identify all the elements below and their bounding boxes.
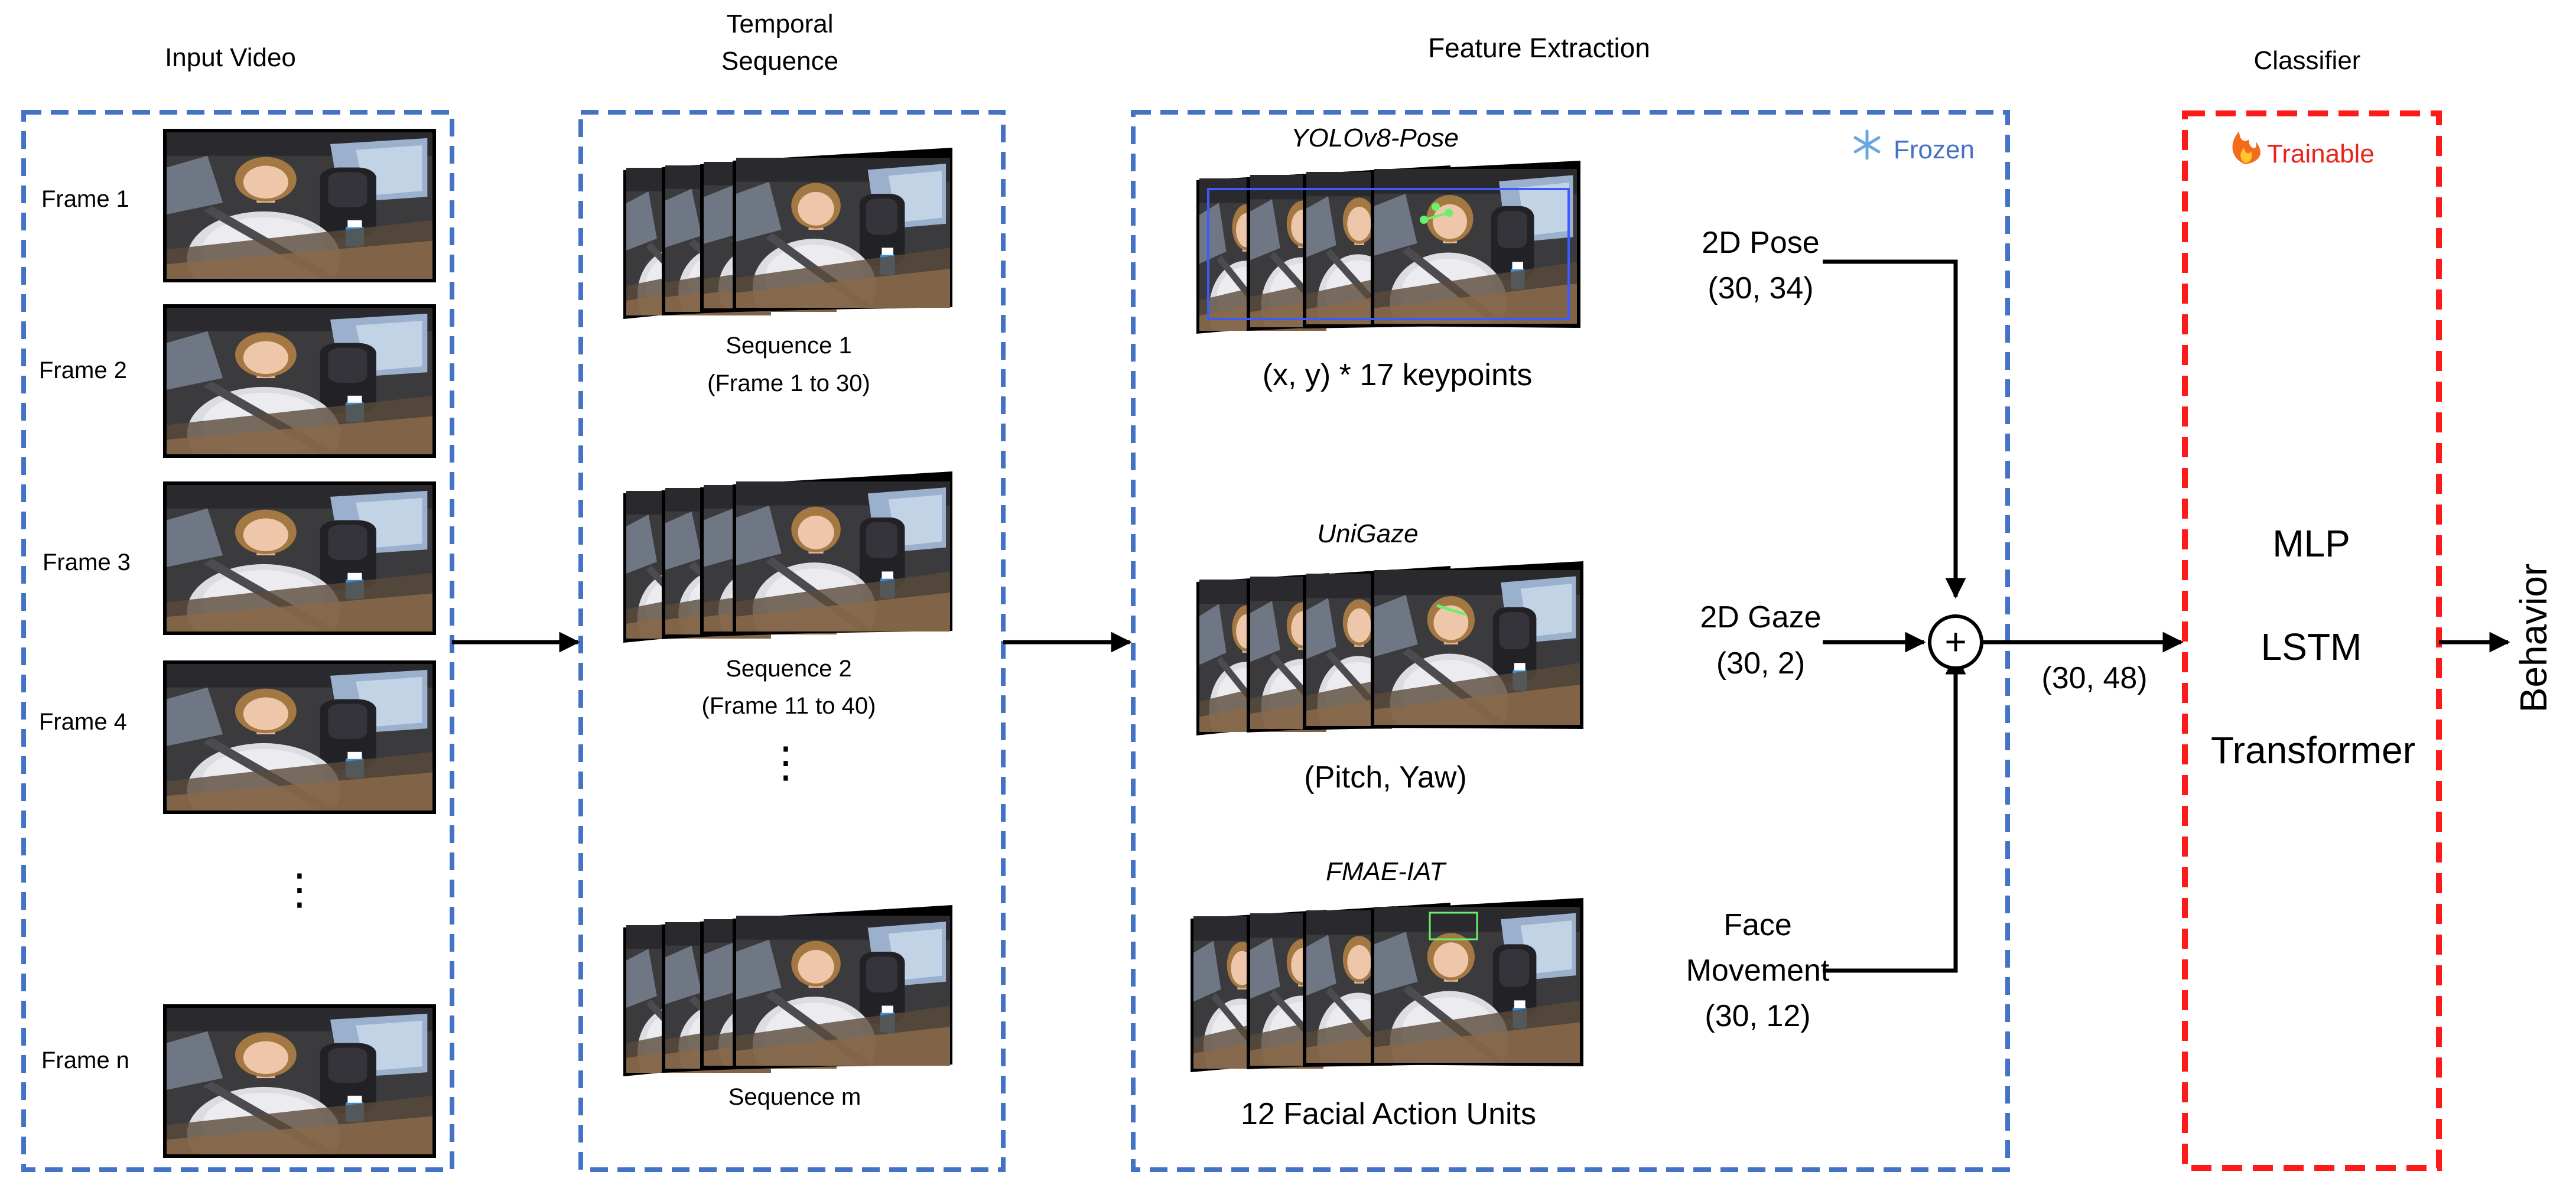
model-caption-pose: (x, y) * 17 keypoints — [1263, 358, 1533, 392]
frame-label: Frame n — [41, 1047, 129, 1073]
sequence-stack — [623, 471, 952, 643]
trainable-label: Trainable — [2267, 139, 2375, 168]
frame-label: Frame 4 — [39, 709, 127, 735]
sequence-range: (Frame 11 to 40) — [702, 693, 876, 719]
column-title-temporal-2: Sequence — [721, 47, 838, 76]
sequence-name: Sequence 2 — [726, 656, 852, 682]
frame-ellipsis: ⋮ — [278, 866, 321, 913]
pose-frame-stack — [1196, 161, 1580, 334]
frame-label: Frame 1 — [41, 186, 129, 212]
feature-face-name-1: Face — [1723, 908, 1792, 942]
column-title-input: Input Video — [165, 43, 296, 72]
classifier-transformer: Transformer — [2211, 729, 2415, 772]
temporal-sequences: Sequence 1 (Frame 1 to 30) Sequence 2 (F… — [623, 148, 952, 1110]
classifier-lstm: LSTM — [2261, 626, 2362, 668]
sequence-name: Sequence 1 — [726, 333, 852, 359]
face-frame-stack — [1191, 898, 1583, 1072]
sequence-stack — [623, 148, 952, 319]
pose-bbox-overlay — [1207, 188, 1570, 320]
input-frames: Frame 1 Frame 2 Frame 3 Frame 4 ⋮ Frame … — [39, 129, 436, 1158]
frozen-badge: Frozen — [1853, 129, 1975, 164]
sequence-ellipsis: ⋮ — [765, 739, 807, 786]
flame-icon — [2232, 131, 2260, 164]
gaze-frame-stack — [1196, 561, 1583, 735]
frozen-label: Frozen — [1894, 135, 1975, 164]
concat-dim: (30, 48) — [2041, 661, 2147, 695]
column-title-feature: Feature Extraction — [1428, 32, 1650, 63]
classifier-mlp: MLP — [2272, 522, 2350, 565]
model-name-pose: YOLOv8-Pose — [1291, 123, 1459, 152]
model-name-face: FMAE-IAT — [1326, 857, 1447, 886]
trainable-badge: Trainable — [2232, 131, 2375, 168]
face-landmark-overlay — [1429, 912, 1478, 940]
output-behavior: Behavior — [2512, 564, 2555, 713]
sequence-name: Sequence m — [728, 1084, 861, 1110]
feature-face-dim: (30, 12) — [1705, 999, 1810, 1033]
model-caption-gaze: (Pitch, Yaw) — [1304, 760, 1467, 795]
feature-pose-dim: (30, 34) — [1707, 271, 1813, 305]
feature-face-name-2: Movement — [1686, 953, 1830, 988]
feature-pose-name: 2D Pose — [1702, 226, 1819, 260]
concat-node: + — [1928, 614, 1983, 670]
column-title-temporal-1: Temporal — [727, 9, 834, 38]
feature-gaze-dim: (30, 2) — [1716, 646, 1805, 681]
sequence-range: (Frame 1 to 30) — [707, 370, 870, 396]
column-title-classifier: Classifier — [2254, 46, 2361, 75]
feature-gaze-name: 2D Gaze — [1700, 600, 1821, 634]
snowflake-icon — [1853, 129, 1881, 160]
model-name-gaze: UniGaze — [1317, 519, 1418, 548]
concat-connectors — [1823, 259, 1966, 973]
frame-label: Frame 2 — [39, 357, 127, 383]
concat-symbol: + — [1944, 620, 1966, 663]
sequence-stack — [623, 905, 952, 1076]
model-caption-face: 12 Facial Action Units — [1241, 1097, 1536, 1131]
frame-label: Frame 3 — [43, 549, 131, 575]
